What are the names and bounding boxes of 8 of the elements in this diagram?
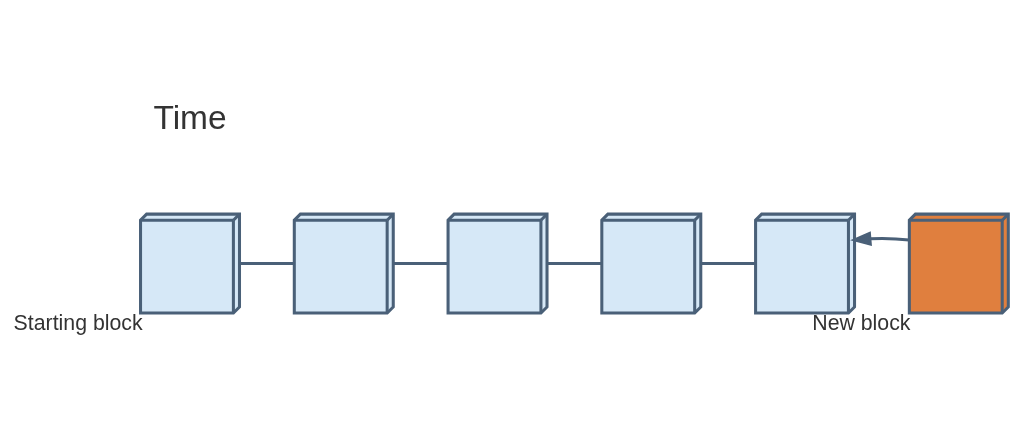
- label: Time: [153, 98, 227, 136]
- connector: [700, 261, 756, 265]
- connector: [547, 261, 602, 265]
- node-label: New block: [812, 310, 911, 335]
- arrow: [850, 230, 910, 246]
- node-label: Starting block: [13, 310, 143, 335]
- connector: [239, 261, 295, 265]
- connector: [393, 261, 448, 265]
